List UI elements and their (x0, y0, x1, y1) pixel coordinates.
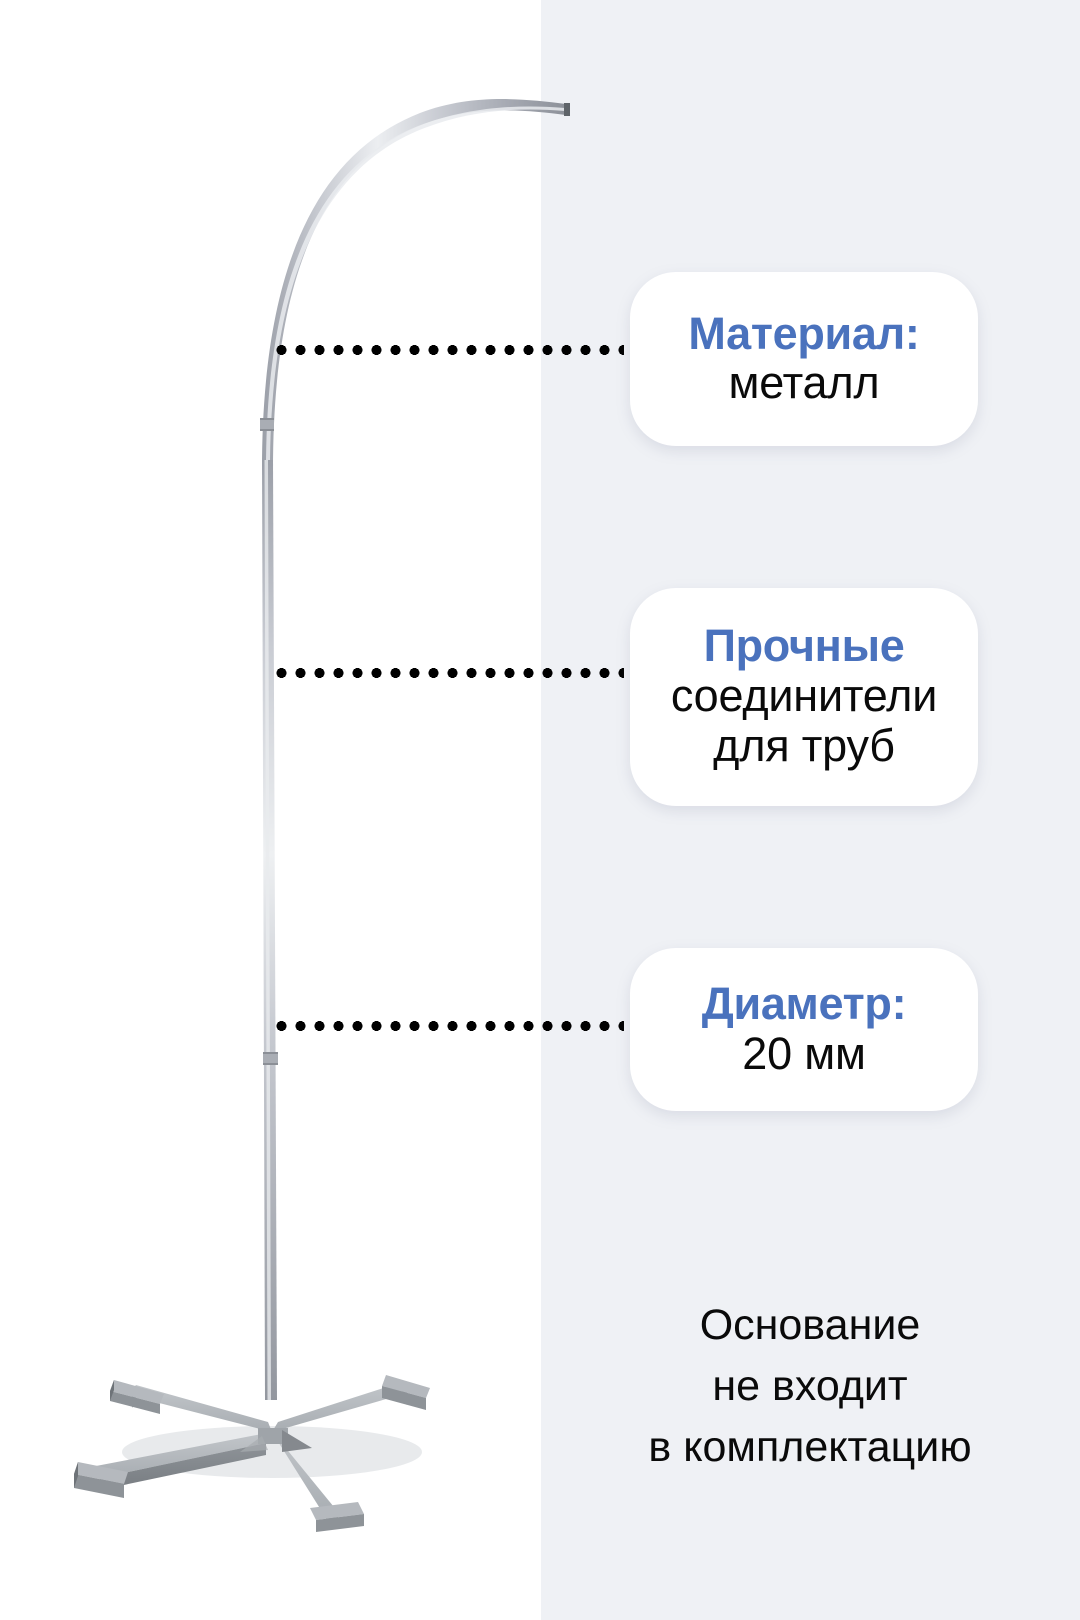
callout-title-connectors: Прочные (703, 620, 905, 672)
cross-base-stand (74, 1375, 430, 1532)
callout-body-material: металл (728, 357, 880, 409)
pole-curved-top (262, 99, 570, 470)
note-line-1: Основание (699, 1301, 921, 1349)
pole-lower-shaft (262, 460, 277, 1400)
leader-line-diameter (272, 1021, 624, 1031)
product-image (74, 99, 570, 1532)
callout-title-diameter: Диаметр: (701, 978, 907, 1029)
background-right-panel (541, 0, 1080, 1620)
callout-card-connectors[interactable]: Прочные соединители для труб (630, 588, 978, 806)
callout-card-material[interactable]: Материал: металл (630, 272, 978, 446)
callout-body-diameter: 20 мм (742, 1027, 866, 1079)
callout-title-material: Материал: (688, 307, 920, 359)
pipe-connector-joint-lower (263, 1052, 278, 1065)
leader-line-material (272, 345, 624, 355)
note-line-3: в комплектацию (648, 1423, 972, 1472)
callout-body2-connectors: для труб (713, 720, 895, 772)
leader-line-connectors (272, 668, 624, 678)
base-not-included-note: Основание не входит в комплектацию (560, 1295, 1060, 1478)
pipe-connector-joint-upper (260, 418, 274, 431)
note-line-2: не входит (712, 1362, 908, 1411)
callout-card-diameter[interactable]: Диаметр: 20 мм (630, 948, 978, 1111)
callout-body-connectors: соединители (670, 669, 938, 721)
